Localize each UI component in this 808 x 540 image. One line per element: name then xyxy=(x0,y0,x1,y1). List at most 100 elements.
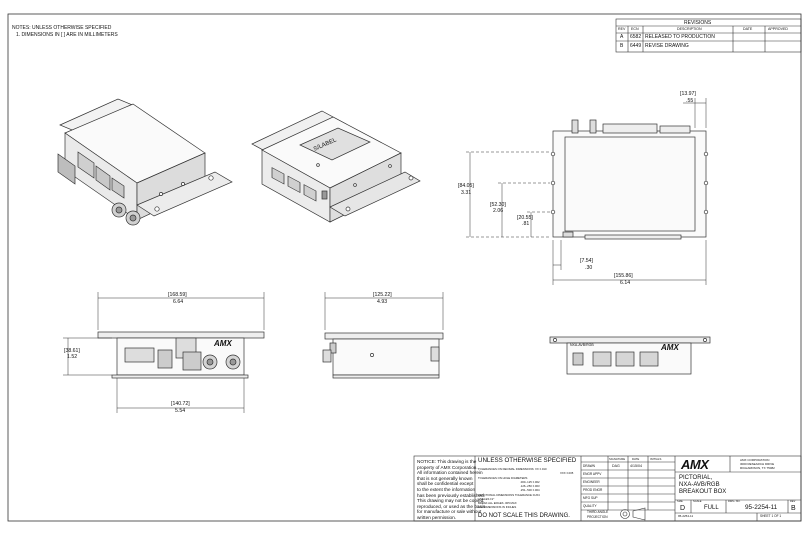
company-line: AMX CORPORATION xyxy=(740,458,770,462)
sheet-border xyxy=(7,13,802,522)
do-not-scale: DO NOT SCALE THIS DRAWING. xyxy=(478,513,570,519)
side-view xyxy=(322,332,444,379)
drawing-title-line: PICTORIAL, xyxy=(679,475,713,481)
sig-header: INITIALS xyxy=(650,457,662,461)
tolerance-line: .000-.125 ±.002 xyxy=(520,480,540,484)
dim-125-22-in: 4.93 xyxy=(377,299,388,305)
rev-header-ecn: ECN xyxy=(631,27,639,31)
sig-role: ENGINEER xyxy=(583,479,600,484)
sig-header: SIGNATURE xyxy=(609,457,626,461)
top-view xyxy=(550,119,709,240)
cad-file: 95-2254-11 xyxy=(678,514,694,518)
rev-row-a-description: RELEASED TO PRODUCTION xyxy=(645,34,715,40)
dim-7-54-in: .30 xyxy=(585,265,593,271)
scale-value: FULL xyxy=(704,505,719,511)
tolerance-line: ANGLES ±1° xyxy=(478,497,495,501)
tolerance-line: TOLERANCES ON HOLE DIAMETERS xyxy=(478,476,528,480)
rev-header-rev: REV xyxy=(618,27,626,31)
sheet-number: SHEET 1 OF 1 xyxy=(760,514,782,518)
notice-line: written permission. xyxy=(417,514,457,520)
notice-line: reproduced, or used as the basis xyxy=(417,503,486,509)
tolerance-line: ALL DIMENSIONS IN INCHES xyxy=(478,505,517,509)
dim-125-22-mm: [125.22] xyxy=(373,292,392,298)
dim-38-61-in: 1.52 xyxy=(67,354,78,360)
rear-view xyxy=(549,336,711,375)
rev-row-a-ecn: 6582 xyxy=(630,34,642,40)
tolerance-line: FRACTIONAL DIMENSIONS TOLERANCE ±1/64 xyxy=(478,493,540,497)
rev-header-date: DATE xyxy=(743,27,753,31)
company-line: 3000 RESEARCH DRIVE xyxy=(740,462,775,466)
notice-line: All information contained herein xyxy=(417,470,483,476)
notice-block: NOTICE: This drawing is the property of … xyxy=(417,459,485,521)
notes-line-1: NOTES: UNLESS OTHERWISE SPECIFIED xyxy=(12,25,112,31)
sig-date: 4/15/04 xyxy=(630,463,642,468)
company-logo: AMX xyxy=(681,457,709,472)
dwg-no-label: DWG. NO. xyxy=(728,500,741,503)
notice-line: that is not generally known xyxy=(417,475,473,481)
sig-role: MFG SUP xyxy=(583,495,598,500)
sig-role: PROD ENGR xyxy=(583,487,603,492)
title-block xyxy=(413,455,802,522)
notice-line: This drawing may not be copied, xyxy=(417,498,485,504)
rear-view-logo: AMX xyxy=(661,343,679,352)
rear-view-label: NXA-AVB/RGB xyxy=(570,343,594,347)
notice-line: NOTICE: This drawing is the xyxy=(417,459,477,464)
notice-line: for manufacture or sale without xyxy=(417,509,482,515)
dim-20-55-mm: [20.55] xyxy=(517,215,533,221)
unless-specified: UNLESS OTHERWISE SPECIFIED xyxy=(478,457,577,464)
sig-header: DATE xyxy=(632,457,640,461)
dim-168-59-mm: [168.59] xyxy=(168,292,187,298)
rev-value: B xyxy=(791,505,796,512)
drawing-title-line: NXA-AVB/RGB xyxy=(679,482,720,488)
tolerance-line: BREAK ALL EDGES .005 MAX xyxy=(478,501,517,505)
rev-row-b-description: REVISE DRAWING xyxy=(645,43,689,49)
third-angle-label: THIRD ANGLE xyxy=(587,510,609,514)
isometric-view-front xyxy=(57,98,233,226)
rev-header-description: DESCRIPTION xyxy=(677,27,702,31)
dim-52-30-mm: [52.30] xyxy=(490,202,506,208)
notice-line: property of AMX Corporation. xyxy=(417,464,478,470)
dim-13-97-in: .55 xyxy=(686,98,694,104)
dim-13-97-mm: [13.97] xyxy=(680,91,696,97)
dim-38-61-mm: [38.61] xyxy=(64,348,80,354)
front-view-dimension-lines xyxy=(63,292,265,413)
dim-168-59-in: 6.64 xyxy=(173,299,184,305)
dim-155-86-mm: [155.86] xyxy=(614,273,633,279)
tolerance-line: .126-.250 ±.003 xyxy=(520,484,540,488)
company-line: RICHARDSON, TX 75082 xyxy=(740,466,775,470)
projection-label: PROJECTION xyxy=(587,515,608,519)
tolerance-line: TOLERANCES ON DECIMAL DIMENSIONS: XX ±.0… xyxy=(478,467,547,471)
front-view-logo: AMX xyxy=(214,339,232,348)
dim-84-05-mm: [84.05] xyxy=(458,183,474,189)
size-value: D xyxy=(680,505,686,512)
dim-20-55-in: .81 xyxy=(522,221,530,227)
dim-52-30-in: 2.06 xyxy=(493,208,504,214)
sig-role: DRAWN xyxy=(583,463,595,468)
dwg-no-value: 95-2254-11 xyxy=(745,504,778,511)
top-view-dimension-lines xyxy=(466,98,707,285)
sig-value: DAG xyxy=(612,463,620,468)
sig-role: ENGR APPV xyxy=(583,471,602,476)
size-label: SIZE xyxy=(677,500,683,503)
tolerance-line: .251-.500 ±.004 xyxy=(520,488,540,492)
dim-84-05-in: 3.31 xyxy=(461,190,472,196)
rev-row-a-rev: A xyxy=(620,34,624,40)
dim-7-54-mm: [7.54] xyxy=(580,258,593,264)
notice-line: has been previously established. xyxy=(417,492,486,498)
rev-header-approved: APPROVED xyxy=(768,27,788,31)
sig-role: QUALITY xyxy=(583,503,597,508)
isometric-view-rear xyxy=(251,110,421,223)
tolerance-line: XXX ±.005 xyxy=(560,471,574,475)
dim-140-72-in: 5.54 xyxy=(175,408,186,414)
drawing-title-line: BREAKOUT BOX xyxy=(679,489,727,495)
revisions-title: REVISIONS xyxy=(684,19,712,26)
scale-label: SCALE xyxy=(693,500,702,503)
rev-label: REV xyxy=(790,500,796,503)
dim-140-72-mm: [140.72] xyxy=(171,401,190,407)
rev-row-b-rev: B xyxy=(620,43,624,49)
dim-155-86-in: 6.14 xyxy=(620,280,631,286)
notes-line-2: 1. DIMENSIONS IN [ ] ARE IN MILLIMETERS xyxy=(16,32,118,38)
revisions-table xyxy=(615,18,802,53)
notice-line: shall be confidential except xyxy=(417,481,474,487)
